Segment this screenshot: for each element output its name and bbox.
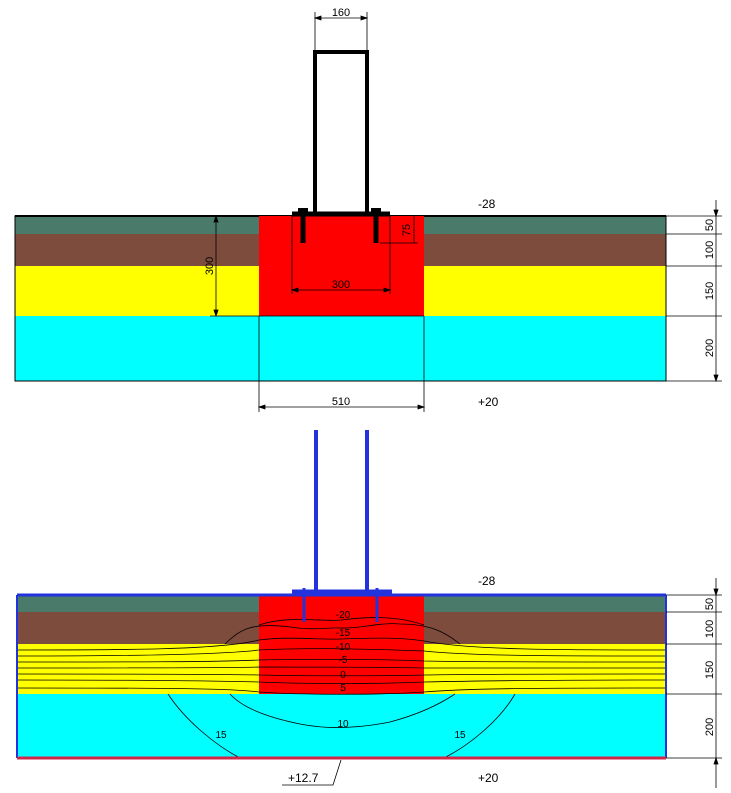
isotherm-0 <box>16 673 667 677</box>
isotherm-m10-b <box>16 648 667 657</box>
top-layer-water <box>15 316 666 381</box>
dim-foundation-depth-label: 300 <box>204 257 216 275</box>
iso-label-m15: -15 <box>336 628 351 639</box>
dim-layer-50-bottom: 50 <box>704 598 716 610</box>
dim-post-width-label: 160 <box>332 7 350 19</box>
iso-label-15-left: 15 <box>215 730 227 741</box>
isotherm-m10-a <box>16 637 667 651</box>
iso-label-15-right: 15 <box>454 730 466 741</box>
bottom-temp-top: -28 <box>478 574 496 588</box>
dim-anchor-spacing-label: 300 <box>332 279 350 291</box>
dim-layer-150-bottom: 150 <box>704 661 716 679</box>
iso-label-m10: -10 <box>336 642 351 653</box>
isotherm-m20 <box>258 617 425 626</box>
iso-label-10: 10 <box>337 719 349 730</box>
dim-layer-150-top: 150 <box>704 282 716 300</box>
iso-label-m20: -20 <box>336 610 351 621</box>
dim-post-width <box>313 12 369 50</box>
dim-foundation-depth <box>210 214 259 318</box>
dim-anchor-spacing <box>290 216 392 294</box>
dim-foundation-width-label: 510 <box>332 396 350 408</box>
dim-embed <box>380 216 418 244</box>
dim-layers-bottom <box>666 578 722 788</box>
isotherm-m15 <box>224 623 461 645</box>
bottom-temp-bottom: +20 <box>478 771 499 785</box>
bottom-section: -20 -15 -10 -5 0 5 10 15 15 50 100 150 2… <box>16 430 722 788</box>
dim-layer-100-bottom: 100 <box>704 620 716 638</box>
top-temp-top: -28 <box>478 197 496 211</box>
iso-label-m5: -5 <box>339 655 348 666</box>
isotherm-m5 <box>16 658 667 663</box>
dim-layer-100-top: 100 <box>704 241 716 259</box>
dim-embed-label: 75 <box>401 224 413 236</box>
dim-layers-top <box>666 200 722 383</box>
bottom-foundation <box>259 595 424 694</box>
iso-label-5: 5 <box>340 683 346 694</box>
isotherms <box>16 617 667 759</box>
isotherm-10 <box>229 693 456 729</box>
iso-label-0: 0 <box>340 670 346 681</box>
dim-layer-200-top: 200 <box>704 339 716 357</box>
top-foundation <box>259 216 424 316</box>
bottom-callout-leader <box>282 759 342 786</box>
bottom-layer-water <box>17 694 666 758</box>
top-post <box>313 50 369 216</box>
dim-foundation-width <box>257 381 426 412</box>
top-temp-bottom: +20 <box>478 395 499 409</box>
isotherm-5 <box>16 687 667 695</box>
dim-layer-200-bottom: 200 <box>704 718 716 736</box>
dim-layer-50-top: 50 <box>704 219 716 231</box>
isotherm-15 <box>167 693 516 759</box>
top-section: 160 75 300 300 <box>14 7 722 412</box>
bottom-callout-label: +12.7 <box>288 771 319 785</box>
